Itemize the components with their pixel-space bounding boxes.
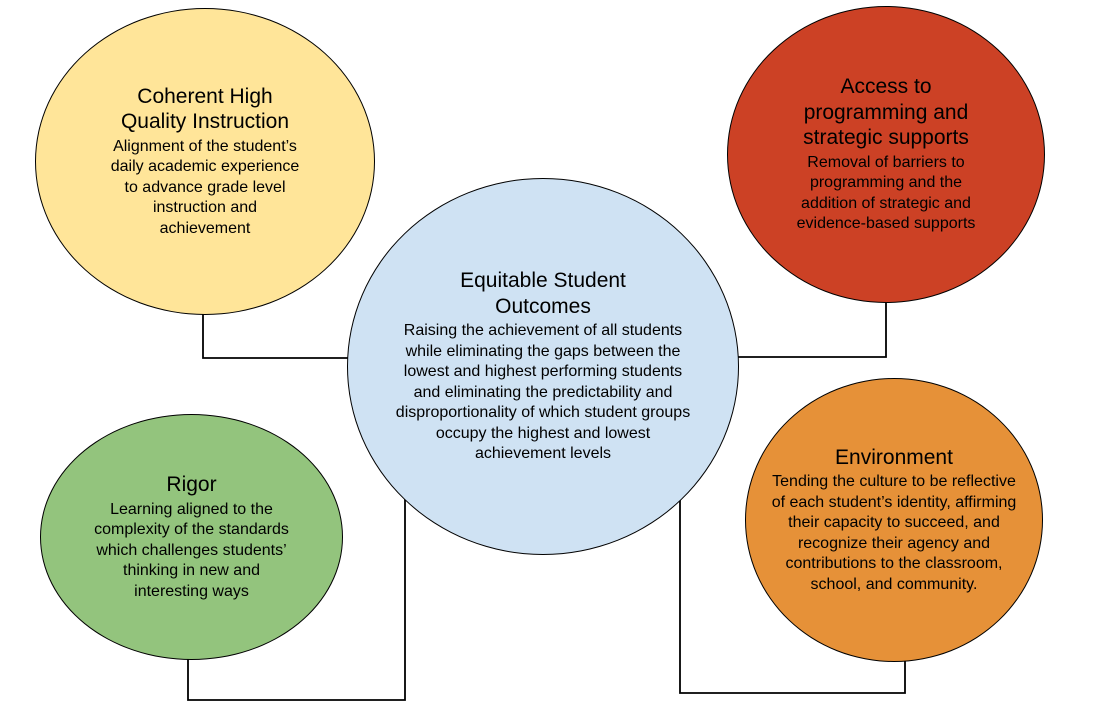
- node-body: Raising the achievement of all students …: [395, 322, 691, 463]
- node-environment: Environment Tending the culture to be re…: [745, 378, 1043, 662]
- node-body: Alignment of the student’s daily academi…: [110, 137, 300, 237]
- node-equitable-student-outcomes: Equitable Student Outcomes Raising the a…: [347, 178, 739, 555]
- node-title: Rigor: [166, 473, 217, 497]
- node-rigor: Rigor Learning aligned to the complexity…: [40, 414, 343, 660]
- node-body: Learning aligned to the complexity of th…: [94, 500, 289, 600]
- node-access-to-programming-supports: Access to programming and strategic supp…: [727, 6, 1045, 303]
- connector-rigor-to-center: [187, 499, 406, 701]
- connector-environment-to-center: [679, 497, 906, 694]
- node-title: Coherent High Quality Instruction: [120, 84, 290, 134]
- node-body: Tending the culture to be reflective of …: [771, 473, 1017, 593]
- node-coherent-high-quality-instruction: Coherent High Quality Instruction Alignm…: [35, 8, 375, 315]
- connector-access-to-center: [738, 301, 887, 358]
- node-title: Environment: [835, 445, 953, 469]
- node-title: Access to programming and strategic supp…: [803, 75, 969, 150]
- node-body: Removal of barriers to programming and t…: [796, 153, 976, 233]
- node-title: Equitable Student Outcomes: [460, 269, 626, 318]
- connector-coherent-to-center: [202, 313, 349, 359]
